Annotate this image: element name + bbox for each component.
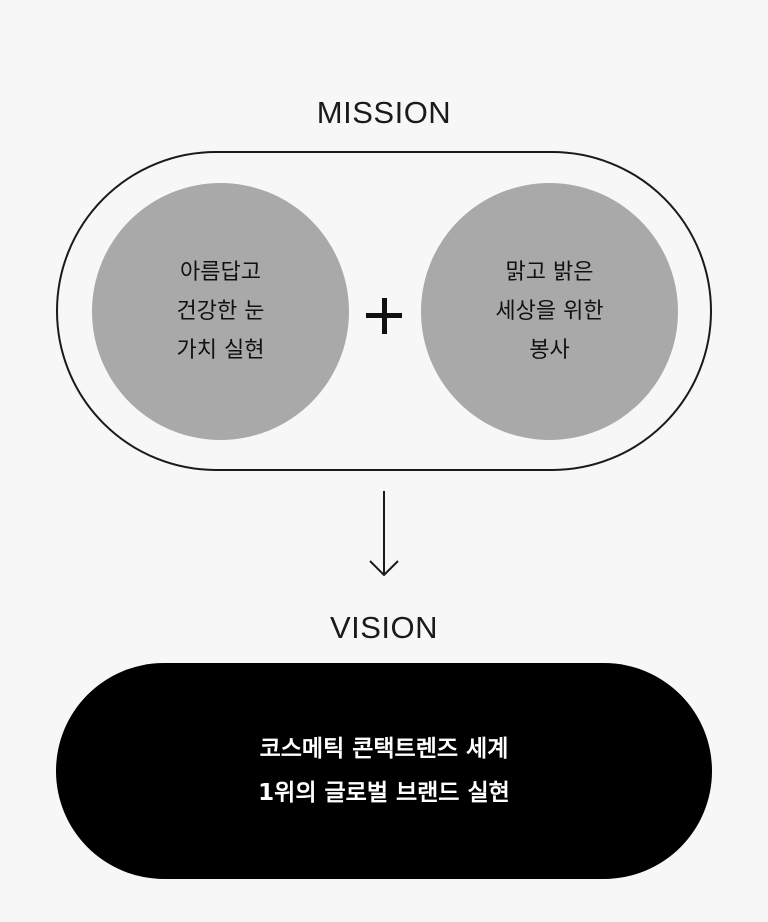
- mission-left-line-2: 건강한 눈: [176, 299, 265, 324]
- plus-icon: [366, 298, 402, 334]
- mission-right-line-1: 맑고 밝은: [505, 260, 594, 285]
- mission-right-line-2: 세상을 위한: [495, 299, 604, 324]
- vision-container: 코스메틱 콘택트렌즈 세계 1위의 글로벌 브랜드 실현: [56, 663, 712, 879]
- vision-line-1: 코스메틱 콘택트렌즈 세계: [259, 736, 509, 762]
- vision-title: VISION: [329, 610, 439, 645]
- mission-circle-left-text: 아름답고 건강한 눈 가치 실현: [177, 253, 265, 370]
- mission-right-line-3: 봉사: [529, 338, 570, 363]
- vision-text: 코스메틱 콘택트렌즈 세계 1위의 글로벌 브랜드 실현: [258, 727, 510, 815]
- mission-left-line-3: 가치 실현: [176, 338, 265, 363]
- mission-circle-right-text: 맑고 밝은 세상을 위한 봉사: [495, 253, 603, 370]
- arrow-down-icon: [369, 491, 399, 577]
- vision-line-2: 1위의 글로벌 브랜드 실현: [258, 780, 510, 806]
- mission-title: MISSION: [316, 95, 452, 130]
- mission-circle-left: 아름답고 건강한 눈 가치 실현: [92, 183, 349, 440]
- mission-circle-right: 맑고 밝은 세상을 위한 봉사: [421, 183, 678, 440]
- mission-left-line-1: 아름답고: [180, 260, 261, 285]
